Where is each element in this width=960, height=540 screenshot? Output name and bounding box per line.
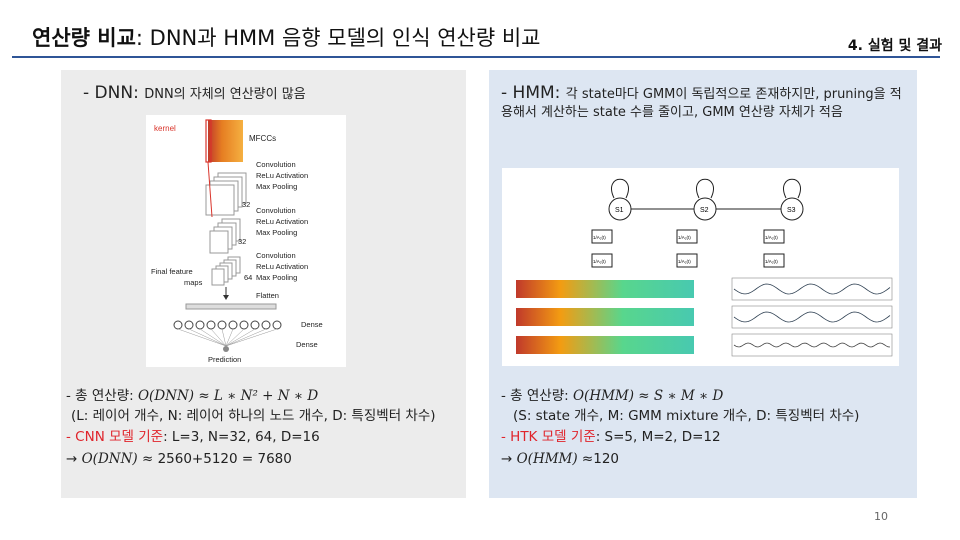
svg-text:maps: maps — [184, 278, 203, 287]
hmm-states: S1 1/A₂(t) 1/A₂(t) S2 1/A₂(t) 1/A₂(t) S3 1/A₂(t… — [591, 178, 804, 268]
kernel-label: kernel — [154, 124, 176, 133]
dense-node — [261, 320, 271, 330]
conv-stack-2 — [209, 218, 241, 254]
dense-layer — [173, 320, 282, 347]
hmm-state-3: S3 1/A₂(t) 1/A₂(t) — [763, 178, 804, 268]
svg-text:ReLu Activation: ReLu Activation — [256, 262, 308, 271]
svg-text:1/A₂(t): 1/A₂(t) — [593, 235, 606, 240]
conv-stack-3 — [211, 256, 241, 286]
svg-text:Convolution: Convolution — [256, 251, 296, 260]
cnn-architecture-figure: kernel MFCCs Convolution ReLu Activation… — [146, 115, 346, 367]
svg-text:Final feature: Final feature — [151, 267, 193, 276]
svg-text:Dense: Dense — [301, 320, 323, 329]
svg-text:32: 32 — [242, 200, 250, 209]
hmm-panel: - HMM: 각 state마다 GMM이 독립적으로 존재하지만, pruni… — [489, 70, 917, 498]
waveform — [733, 311, 891, 323]
svg-text:S1: S1 — [615, 207, 624, 214]
flatten-bar — [185, 303, 277, 310]
hmm-legend: (S: state 개수, M: GMM mixture 개수, D: 특징벡터… — [513, 408, 860, 424]
dense-node — [195, 320, 205, 330]
dense-node — [228, 320, 238, 330]
dense-node — [173, 320, 183, 330]
hmm-heading: - HMM: 각 state마다 GMM이 독립적으로 존재하지만, pruni… — [501, 83, 902, 120]
section-label: 4. 실험 및 결과 — [847, 38, 942, 54]
hmm-criterion: - HTK 모델 기준: S=5, M=2, D=12 — [501, 429, 721, 445]
hmm-state-1: S1 1/A₂(t) 1/A₂(t) — [591, 178, 694, 268]
svg-text:Convolution: Convolution — [256, 160, 296, 169]
svg-text:S3: S3 — [787, 207, 796, 214]
svg-text:1/A₂(t): 1/A₂(t) — [765, 235, 778, 240]
hmm-total: - 총 연산량: O(HMM) ≈ S ∗ M ∗ D — [501, 388, 724, 404]
svg-text:1/A₂(t): 1/A₂(t) — [678, 235, 691, 240]
conv-stack-1 — [205, 172, 247, 216]
hmm-result: → O(HMM) ≈120 — [501, 451, 620, 467]
dense-node — [206, 320, 216, 330]
hmm-diagram: S1 1/A₂(t) 1/A₂(t) S2 1/A₂(t) 1/A₂(t) S3 1/A₂(t… — [516, 178, 893, 357]
mfccs-label: MFCCs — [249, 134, 276, 143]
svg-text:64: 64 — [244, 273, 252, 282]
flatten-label: Flatten — [256, 291, 279, 300]
waveform — [733, 283, 891, 295]
dense-node — [184, 320, 194, 330]
waveform — [733, 342, 891, 348]
mfcc-spectrogram — [208, 120, 243, 162]
dense-node — [272, 320, 282, 330]
spectrogram-rows — [516, 280, 694, 354]
header: 연산량 비교: DNN과 HMM 음향 모델의 인식 연산량 비교 4. 실험 … — [32, 18, 942, 58]
dnn-criterion: - CNN 모델 기준: L=3, N=32, 64, D=16 — [66, 429, 320, 445]
svg-text:Max Pooling: Max Pooling — [256, 182, 297, 191]
svg-text:1/A₂(t): 1/A₂(t) — [593, 259, 606, 264]
dense-node — [250, 320, 260, 330]
svg-text:Convolution: Convolution — [256, 206, 296, 215]
svg-text:ReLu Activation: ReLu Activation — [256, 217, 308, 226]
dnn-heading: - DNN: DNN의 자체의 연산량이 많음 — [83, 83, 306, 103]
svg-text:1/A₂(t): 1/A₂(t) — [678, 259, 691, 264]
hmm-architecture-figure: S1 1/A₂(t) 1/A₂(t) S2 1/A₂(t) 1/A₂(t) S3 1/A₂(t… — [502, 168, 899, 366]
svg-text:Max Pooling: Max Pooling — [256, 228, 297, 237]
title-underline — [12, 56, 940, 58]
dnn-panel: - DNN: DNN의 자체의 연산량이 많음 kernel MFCCs Con… — [61, 70, 466, 498]
dnn-legend: (L: 레이어 개수, N: 레이어 하나의 노드 개수, D: 특징벡터 차수… — [71, 408, 436, 424]
page-number: 10 — [874, 510, 888, 523]
svg-text:Max Pooling: Max Pooling — [256, 273, 297, 282]
dnn-total: - 총 연산량: O(DNN) ≈ L ∗ N² + N ∗ D — [66, 388, 319, 404]
slide-title: 연산량 비교: DNN과 HMM 음향 모델의 인식 연산량 비교 — [32, 26, 541, 50]
dense-node — [217, 320, 227, 330]
prediction-label: Prediction — [208, 355, 241, 364]
hmm-state-2: S2 1/A₂(t) 1/A₂(t) — [676, 178, 781, 268]
cnn-diagram: kernel MFCCs Convolution ReLu Activation… — [151, 119, 323, 364]
svg-text:Dense: Dense — [296, 340, 318, 349]
waveform-rows — [731, 277, 893, 357]
svg-text:1/A₂(t): 1/A₂(t) — [765, 259, 778, 264]
svg-text:ReLu Activation: ReLu Activation — [256, 171, 308, 180]
output-node — [223, 346, 229, 352]
svg-text:S2: S2 — [700, 207, 709, 214]
dense-node — [239, 320, 249, 330]
svg-text:32: 32 — [238, 237, 246, 246]
dnn-result: → O(DNN) ≈ 2560+5120 = 7680 — [66, 451, 292, 467]
